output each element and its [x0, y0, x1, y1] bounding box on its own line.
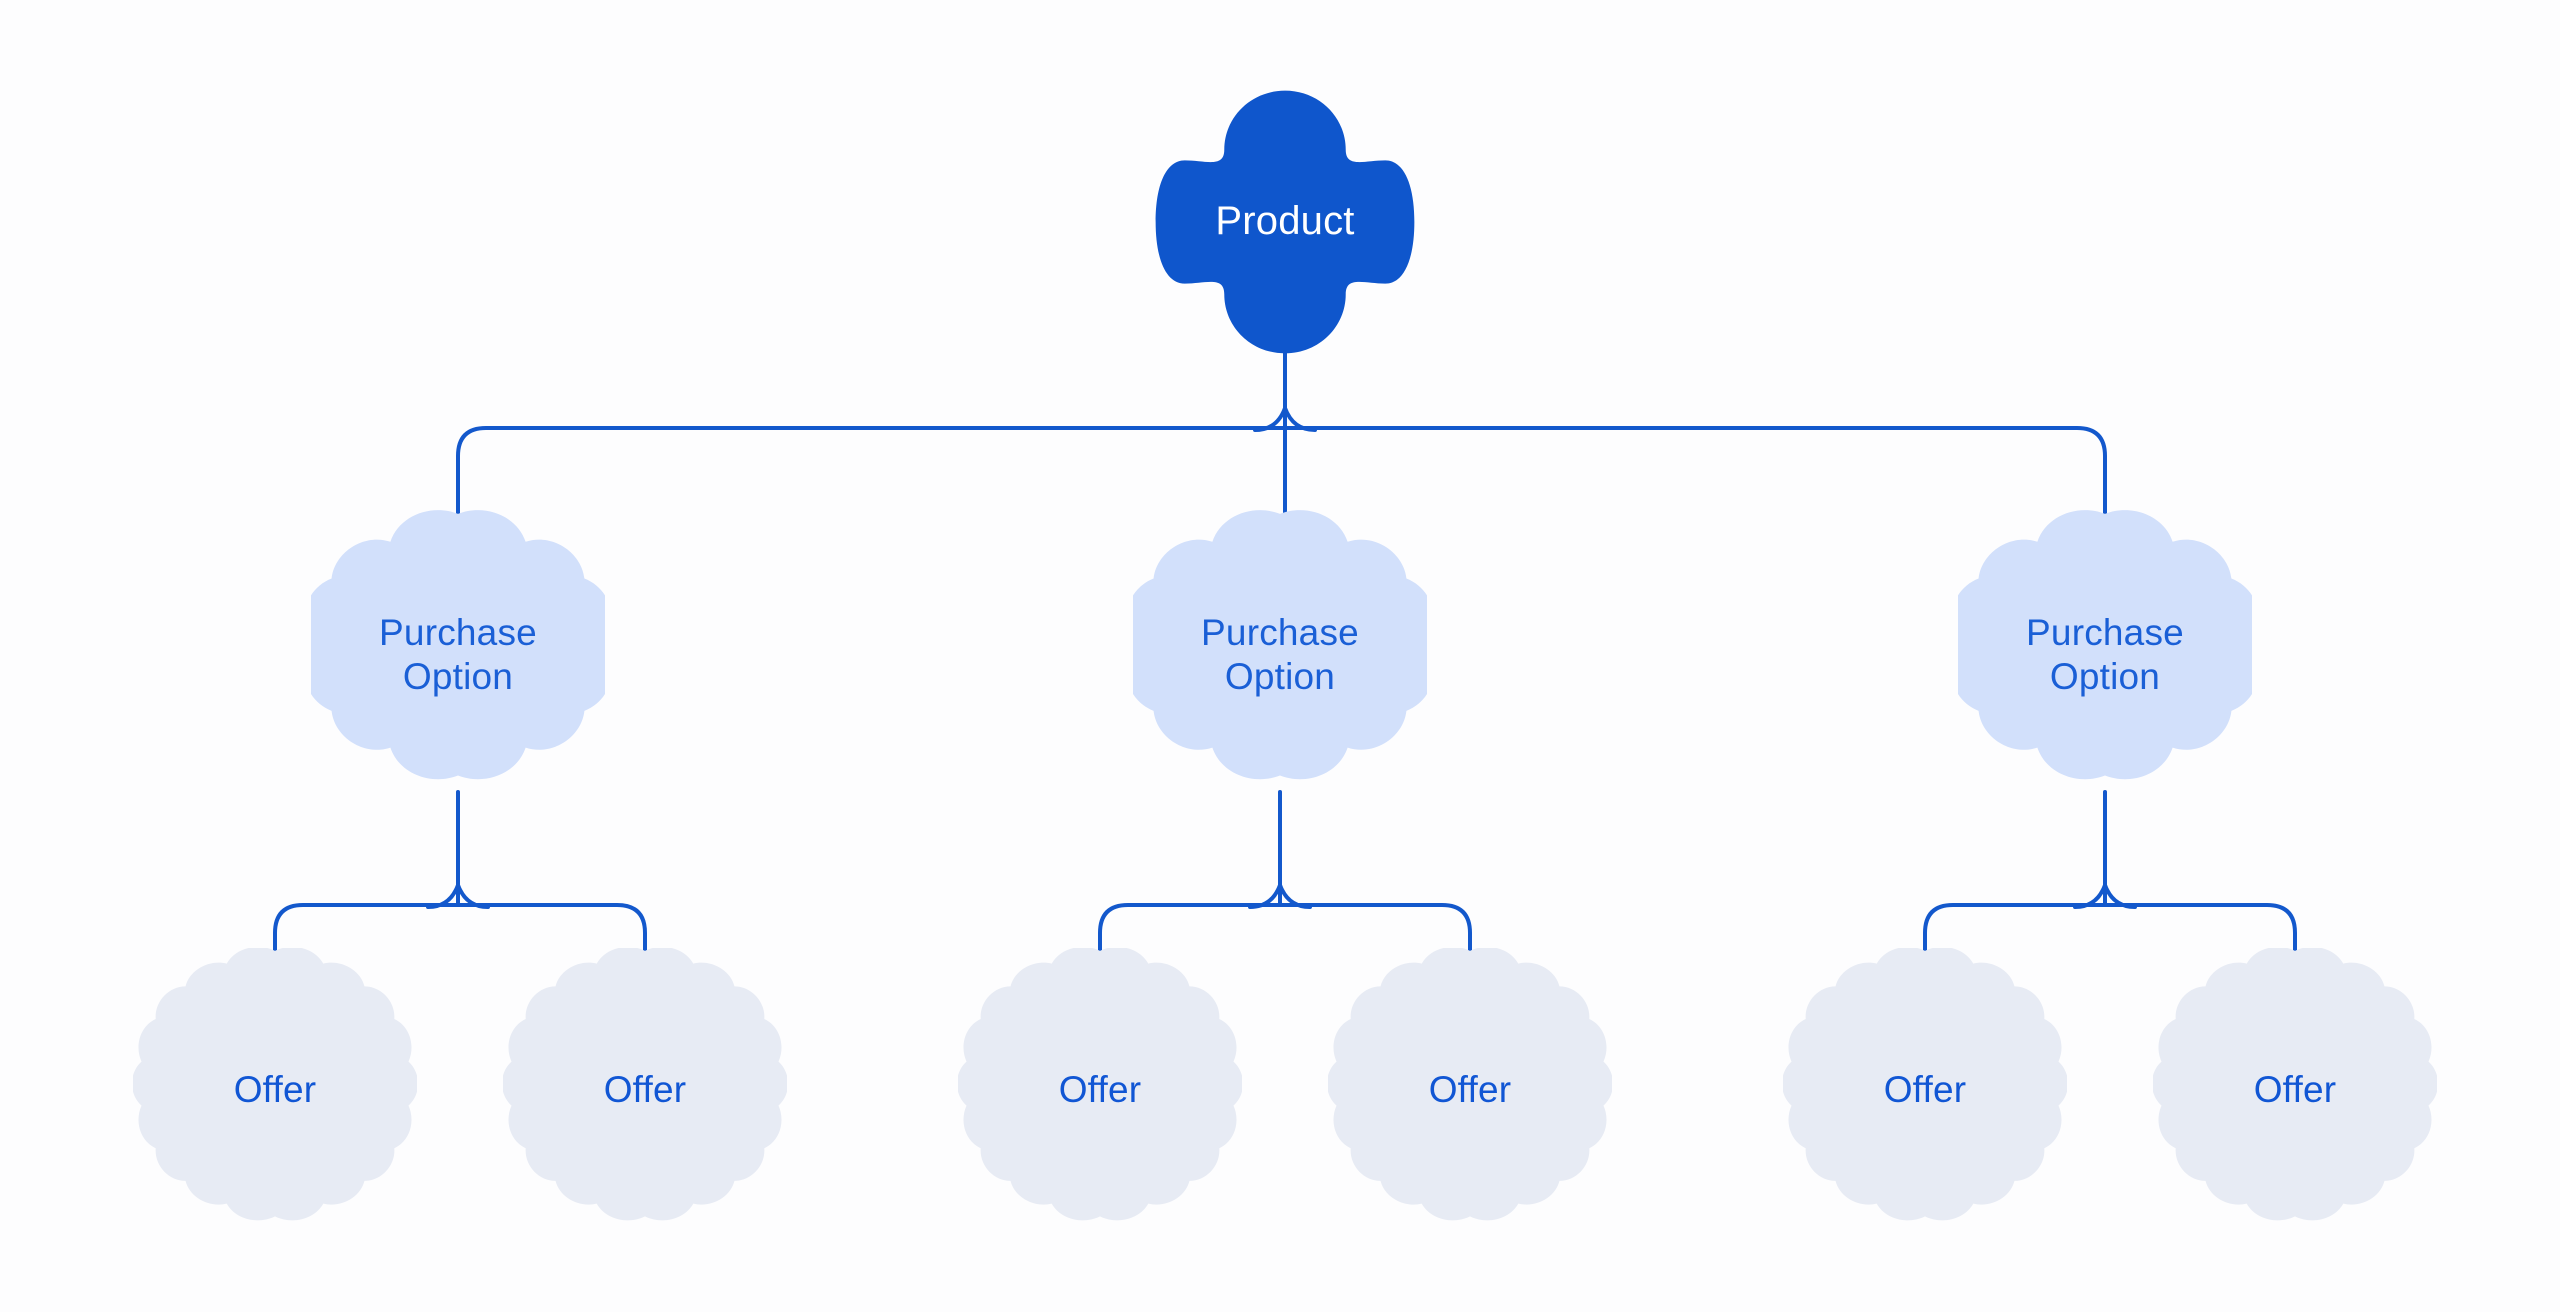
node-offer-4[interactable]: Offer [1328, 948, 1612, 1232]
node-offer-label: Offer [1883, 1069, 1967, 1111]
blob-12-lobe-shape [958, 948, 1242, 1232]
blob-4-lobe-shape [1153, 88, 1417, 356]
node-offer-5[interactable]: Offer [1783, 948, 2067, 1232]
edge-root-junction [1253, 406, 1317, 432]
node-purchase-option-3[interactable]: Purchase Option [1958, 508, 2252, 802]
node-offer-label: Offer [233, 1069, 317, 1111]
node-purchase-option-label: Purchase Option [2026, 612, 2184, 697]
blob-8-lobe-shape [1133, 508, 1427, 802]
edge-sub2-junction [1248, 883, 1312, 909]
blob-8-lobe-shape [311, 508, 605, 802]
node-offer-label: Offer [1058, 1069, 1142, 1111]
node-product-label: Product [1215, 199, 1355, 244]
edge-bus-right [1283, 426, 2107, 522]
node-product[interactable]: Product [1153, 88, 1417, 356]
edge-bus-left [456, 426, 1287, 522]
edge-sub1-junction [426, 883, 490, 909]
node-offer-2[interactable]: Offer [503, 948, 787, 1232]
node-offer-label: Offer [1428, 1069, 1512, 1111]
node-offer-6[interactable]: Offer [2153, 948, 2437, 1232]
blob-8-lobe-shape [1958, 508, 2252, 802]
node-offer-label: Offer [603, 1069, 687, 1111]
blob-12-lobe-shape [133, 948, 417, 1232]
node-offer-3[interactable]: Offer [958, 948, 1242, 1232]
blob-12-lobe-shape [2153, 948, 2437, 1232]
edge-sub3-junction [2073, 883, 2137, 909]
blob-12-lobe-shape [1783, 948, 2067, 1232]
node-purchase-option-label: Purchase Option [1201, 612, 1359, 697]
blob-12-lobe-shape [1328, 948, 1612, 1232]
node-purchase-option-1[interactable]: Purchase Option [311, 508, 605, 802]
node-purchase-option-label: Purchase Option [379, 612, 537, 697]
node-offer-label: Offer [2253, 1069, 2337, 1111]
node-purchase-option-2[interactable]: Purchase Option [1133, 508, 1427, 802]
node-offer-1[interactable]: Offer [133, 948, 417, 1232]
blob-12-lobe-shape [503, 948, 787, 1232]
